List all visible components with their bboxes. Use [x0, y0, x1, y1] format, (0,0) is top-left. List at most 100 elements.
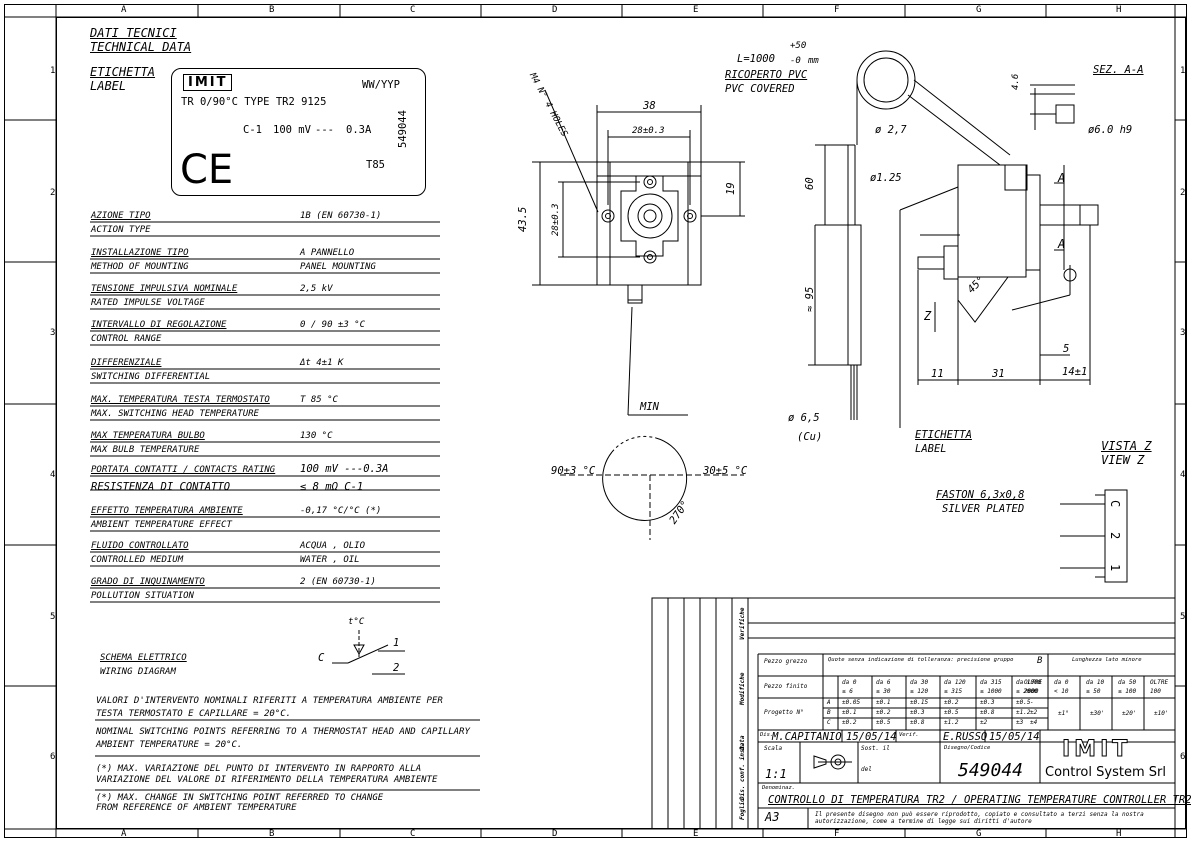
tb-side-label: Dis. conf. inst.: [739, 742, 746, 800]
dim-d125: ø1.25: [870, 172, 902, 184]
grid-col-e: E: [693, 5, 699, 15]
grid-col-b: B: [269, 5, 275, 15]
label-it: ETICHETTA: [90, 65, 156, 79]
view-z-en: VIEW Z: [1101, 453, 1145, 467]
label-voltage: 100 mV: [273, 124, 311, 136]
pvc-en: PVC COVERED: [725, 83, 795, 95]
tol-cell: ±0.3: [980, 699, 995, 706]
tol-col-header: da 120 ≤ 315: [944, 679, 966, 695]
tol-cell: ±0.8: [980, 709, 995, 716]
etic-it: ETICHETTA: [915, 429, 972, 441]
wiring-pin1: 1: [393, 637, 400, 649]
tb-del-label: del: [861, 766, 872, 773]
tol-cell: C: [827, 719, 831, 726]
grid-col-f: F: [834, 5, 840, 15]
dim-31: 31: [992, 368, 1005, 380]
cap-length: L=1000: [737, 53, 775, 65]
dim-height-28: 28±0.3: [551, 203, 561, 236]
tb-date2: 15/05/14: [989, 731, 1040, 743]
tol-cell: ±0.2: [944, 699, 959, 706]
tol-cell: ±0.1: [876, 699, 891, 706]
dim-width-38: 38: [643, 100, 656, 112]
tb-sost-label: Sost. il: [861, 745, 890, 752]
ang-col-header: da 10 ≤ 50: [1086, 679, 1105, 695]
spec-value: 2 (EN 60730-1): [300, 577, 376, 587]
grid-row-5: 5: [50, 612, 56, 622]
grid-col-e-bottom: E: [693, 829, 699, 839]
dim-46: 4.6: [1011, 73, 1021, 90]
section-a-top: A: [1058, 171, 1066, 185]
pvc-it: RICOPERTO PVC: [725, 69, 808, 81]
spec-value: 130 °C: [300, 431, 333, 441]
grid-col-a: A: [121, 5, 127, 15]
dim-d27: ø 2,7: [875, 124, 907, 136]
tol-cell: ±0.5: [944, 709, 959, 716]
view-z-arrow: Z: [924, 309, 932, 323]
tb-tol-header: Quote senza indicazione di tolleranza: p…: [828, 657, 1014, 663]
dim-14: 14±1: [1062, 366, 1088, 378]
tb-tol-group: B: [1037, 656, 1043, 666]
grid-row-3-right: 3: [1180, 328, 1186, 338]
tb-pezzo-finito: Pezzo finito: [764, 683, 808, 690]
tb-drafter: M.CAPITANIO: [772, 731, 842, 743]
tb-checker: E.RUSSO: [943, 731, 988, 743]
grid-col-a-bottom: A: [121, 829, 127, 839]
faston-it: FASTON 6,3x0,8: [936, 489, 1025, 501]
tb-scale-label: Scala: [764, 745, 783, 752]
spec-value: 2,5 kV: [300, 284, 333, 294]
cap-tol-plus: +50: [790, 41, 807, 51]
dial-min: MIN: [640, 401, 659, 413]
tb-side-label: Verifiche: [739, 607, 746, 640]
spec-label-en: RATED IMPULSE VOLTAGE: [91, 298, 205, 308]
grid-row-1-right: 1: [1180, 66, 1186, 76]
spec-label-it: TENSIONE IMPULSIVA NOMINALE: [91, 284, 238, 294]
dim-95: ≈ 95: [804, 286, 816, 312]
grid-row-2: 2: [50, 188, 56, 198]
faston-en: SILVER PLATED: [942, 503, 1025, 515]
tb-code-label: Disegno/Codice: [944, 745, 991, 751]
terminal-c: C: [1108, 500, 1122, 508]
tol-cell: ±4: [1030, 719, 1038, 726]
spec-label-it: EFFETTO TEMPERATURA AMBIENTE: [91, 506, 243, 516]
spec-label-it: MAX TEMPERATURA BULBO: [91, 431, 205, 441]
spec-value: ACQUA , OLIO: [300, 541, 366, 551]
dim-width-28: 28±0.3: [632, 126, 665, 136]
tol-cell: ±0.3: [910, 709, 925, 716]
tol-cell: ±0.1: [842, 709, 857, 716]
tol-col-header: da 6 ≤ 30: [876, 679, 891, 695]
tol-col-header: da 30 ≤ 120: [910, 679, 929, 695]
label-line1: TR 0/90°C TYPE TR2 9125: [181, 96, 327, 108]
dim-5: 5: [1063, 343, 1070, 355]
tol-cell: ±0.5: [876, 719, 891, 726]
grid-col-g: G: [976, 5, 982, 15]
tb-side-label: Foglio: [739, 798, 746, 820]
tol-cell: ±0.05: [842, 699, 861, 706]
spec-value: Δt 4±1 K: [300, 358, 344, 368]
dim-60: 60: [804, 177, 816, 190]
tol-cell: ±3: [1016, 719, 1024, 726]
spec-label-it: DIFFERENZIALE: [91, 358, 162, 368]
grid-row-2-right: 2: [1180, 188, 1186, 198]
tol-col-header: da 0 ≤ 6: [842, 679, 857, 695]
spec-label-en: MAX. SWITCHING HEAD TEMPERATURE: [91, 409, 259, 419]
tol-cell: ±0.2: [876, 709, 891, 716]
grid-col-h: H: [1116, 5, 1122, 15]
tol-col-header: da 1000 ≤ 2000: [1016, 679, 1042, 695]
ang-cell: ±10': [1154, 710, 1169, 717]
ang-cell: ±30': [1090, 710, 1105, 717]
section-a-bottom: A: [1058, 237, 1066, 251]
tb-denomination: CONTROLLO DI TEMPERATURA TR2 / OPERATING…: [768, 794, 1191, 806]
tol-cell: ±0.5: [1016, 699, 1031, 706]
tol-cell: ±0.2: [842, 719, 857, 726]
label-brand-logo: IMIT: [183, 74, 233, 91]
view-z-it: VISTA Z: [1101, 439, 1152, 453]
grid-row-6-right: 6: [1180, 752, 1186, 762]
tb-progetto: Progetto N°: [764, 709, 804, 716]
wiring-it: SCHEMA ELETTRICO: [100, 653, 187, 663]
spec-value: -0,17 °C/°C (*): [300, 506, 382, 516]
ang-cell: ±20': [1122, 710, 1137, 717]
tb-brand-logo: IMIT: [1061, 737, 1132, 763]
spec-value-2: ≤ 8 mΩ C-1: [300, 481, 364, 493]
grid-row-3: 3: [50, 328, 56, 338]
